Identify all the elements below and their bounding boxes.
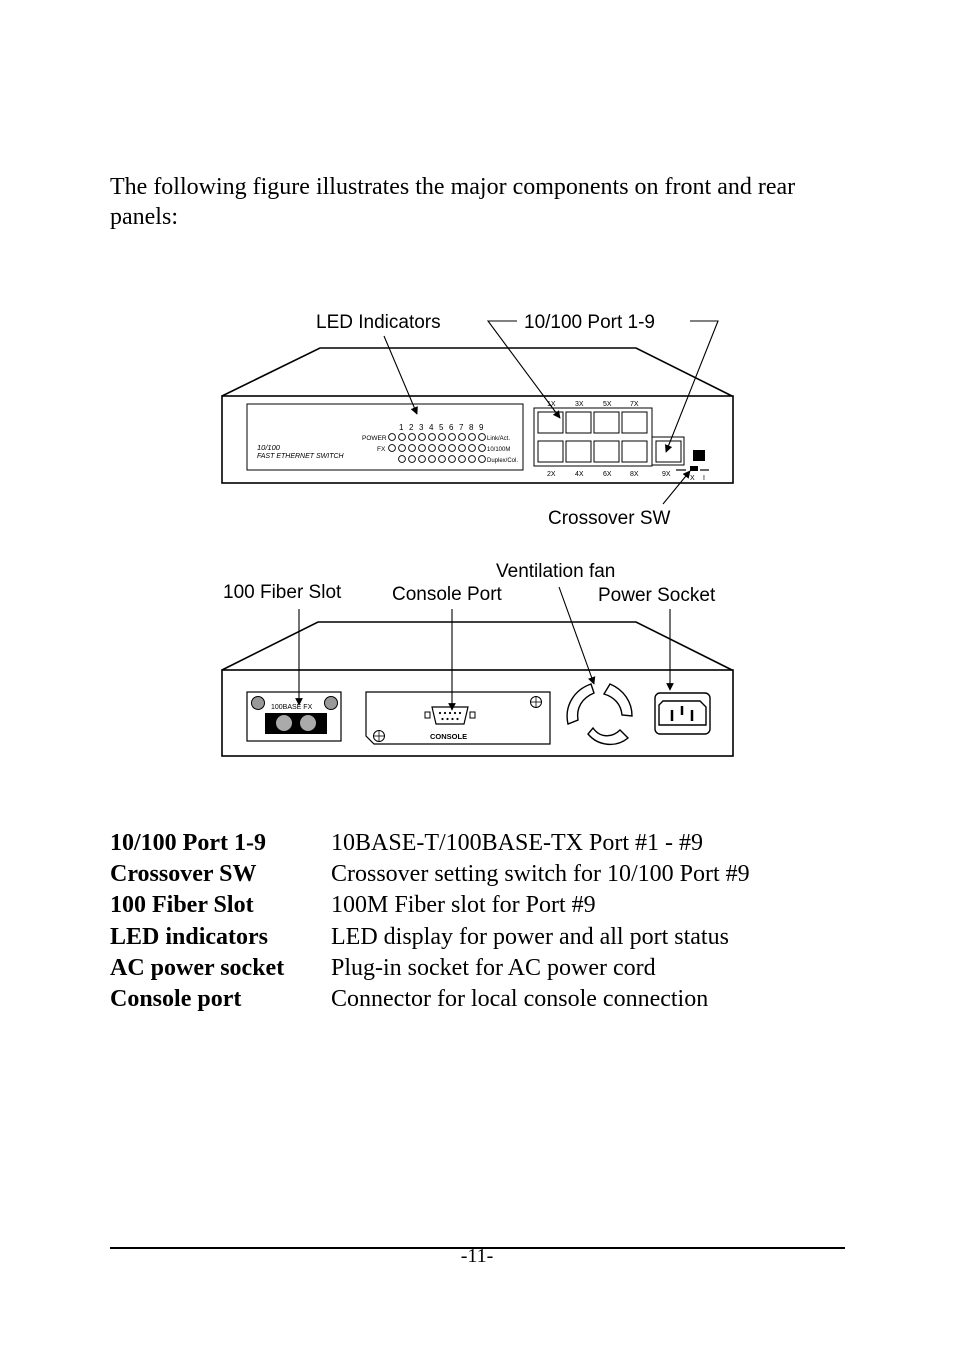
console-port-callout: Console Port: [392, 584, 503, 605]
switch-label: X: [690, 475, 695, 482]
fiber-slot-callout: 100 Fiber Slot: [223, 582, 342, 603]
ports-callout: 10/100 Port 1-9: [524, 312, 655, 333]
power-label: POWER: [362, 435, 387, 442]
switch-label: I: [703, 475, 705, 482]
model-label: 10/100: [257, 443, 281, 452]
definition-desc: 10BASE-T/100BASE-TX Port #1 - #9: [331, 830, 703, 856]
definition-term: Crossover SW: [110, 861, 257, 888]
rear-panel-text: 100BASE FX CONSOLE: [271, 704, 467, 741]
led-number: 5: [439, 423, 444, 432]
panel-figure: 10/100 FAST ETHERNET SWITCH POWER FX 1 2…: [221, 312, 734, 757]
definition-desc: 100M Fiber slot for Port #9: [331, 892, 596, 919]
fiber-slot: [246, 691, 342, 742]
ventilation-fan: [566, 683, 633, 745]
led-grid: [388, 433, 486, 463]
definition-desc: Plug-in socket for AC power cord: [331, 954, 656, 981]
port-label: 5X: [603, 401, 612, 408]
led-row-label: Duplex/Col.: [487, 458, 518, 464]
definition-row: AC power socket Plug-in socket for AC po…: [110, 953, 750, 984]
component-definitions: 10/100 Port 1-9 10BASE-T/100BASE-TX Port…: [110, 828, 750, 1015]
page-number: -11-: [460, 1245, 494, 1267]
led-number: 3: [419, 423, 424, 432]
front-callout-lines: [383, 320, 719, 505]
led-number: 7: [459, 423, 464, 432]
led-indicators-callout: LED Indicators: [316, 312, 441, 333]
ventilation-fan-callout: Ventilation fan: [496, 561, 615, 582]
power-socket: [654, 692, 711, 735]
rj45-ports: [533, 407, 685, 467]
front-panel-text: 10/100 FAST ETHERNET SWITCH POWER FX 1 2…: [257, 401, 705, 482]
led-number: 6: [449, 423, 454, 432]
port-label: 4X: [575, 471, 584, 478]
rear-callout-lines: [295, 586, 674, 711]
led-number: 1: [399, 423, 404, 432]
definition-desc: Connector for local console connection: [331, 985, 709, 1012]
console-label: CONSOLE: [430, 732, 467, 741]
led-row-label: 10/100M: [487, 447, 510, 453]
port-label: 1X: [547, 401, 556, 408]
definition-row: 100 Fiber Slot 100M Fiber slot for Port …: [110, 890, 750, 921]
front-panel: [221, 347, 734, 484]
led-number: 9: [479, 423, 484, 432]
definition-row: Crossover SW Crossover setting switch fo…: [110, 859, 750, 890]
console-plate: [365, 691, 551, 745]
power-socket-callout: Power Socket: [598, 585, 716, 606]
definition-desc: Crossover setting switch for 10/100 Port…: [331, 861, 750, 888]
definition-term: LED indicators: [110, 923, 269, 950]
product-name-label: FAST ETHERNET SWITCH: [257, 453, 345, 460]
definition-term: 100 Fiber Slot: [110, 892, 254, 919]
fiber-slot-label: 100BASE FX: [271, 704, 313, 711]
definition-term: 10/100 Port 1-9: [110, 830, 266, 856]
definition-term: Console port: [110, 985, 242, 1012]
crossover-callout: Crossover SW: [548, 508, 671, 529]
port-label: 7X: [630, 401, 639, 408]
definition-desc: LED display for power and all port statu…: [331, 923, 729, 950]
led-number: 2: [409, 423, 414, 432]
fx-label: FX: [377, 446, 386, 453]
front-callouts: LED Indicators 10/100 Port 1-9 Crossover…: [316, 312, 671, 529]
definition-row: 10/100 Port 1-9 10BASE-T/100BASE-TX Port…: [110, 828, 750, 859]
port-label: 3X: [575, 401, 584, 408]
rear-panel: [221, 621, 734, 757]
port-label: 8X: [630, 471, 639, 478]
footer-rule: [110, 1247, 845, 1249]
definition-row: Console port Connector for local console…: [110, 984, 750, 1015]
led-number: 8: [469, 423, 474, 432]
led-row-label: Link/Act.: [487, 436, 510, 442]
port-label: 2X: [547, 471, 556, 478]
port-label: 9X: [662, 471, 671, 478]
crossover-switch-indicator: [693, 450, 705, 461]
definition-term: AC power socket: [110, 954, 285, 981]
rear-callouts: 100 Fiber Slot Console Port Ventilation …: [223, 561, 716, 606]
led-number: 4: [429, 423, 434, 432]
definition-row: LED indicators LED display for power and…: [110, 922, 750, 953]
port-label: 6X: [603, 471, 612, 478]
intro-paragraph: The following figure illustrates the maj…: [110, 174, 796, 230]
